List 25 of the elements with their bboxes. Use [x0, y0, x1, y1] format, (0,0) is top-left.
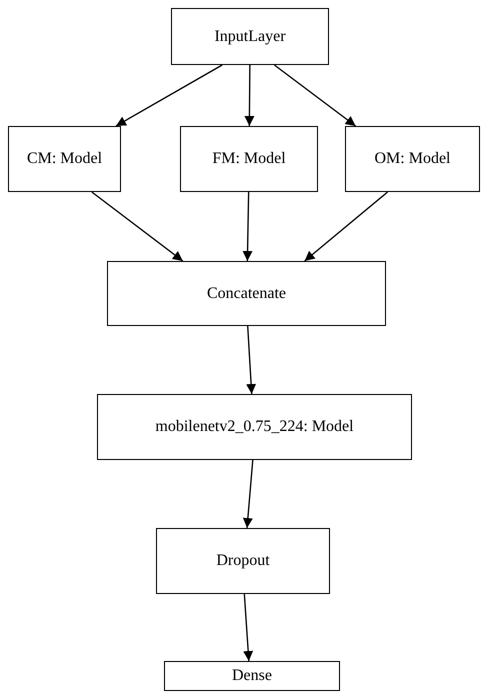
layer-label: Dense: [232, 667, 272, 685]
layer-box: [8, 126, 121, 192]
arrow: [244, 65, 254, 126]
layer-box: [107, 261, 386, 326]
arrow: [274, 64, 356, 127]
layer-label: OM: Model: [374, 150, 450, 168]
layer-label: InputLayer: [214, 28, 286, 46]
arrow: [242, 192, 253, 262]
layer-box: [180, 126, 318, 192]
layer-label: CM: Model: [26, 150, 102, 168]
arrow: [304, 192, 388, 262]
layer-box: [156, 528, 330, 594]
arrow: [116, 64, 222, 127]
arrow: [246, 326, 256, 394]
arrow: [242, 460, 254, 528]
layer-box: [171, 8, 329, 65]
layer-box: [164, 661, 340, 691]
layer-label: Concatenate: [206, 284, 286, 302]
arrow: [243, 594, 254, 662]
layer-box: [345, 126, 480, 192]
layer-label: mobilenetv2_0.75_224: Model: [155, 418, 354, 436]
layer-label: Dropout: [216, 552, 270, 570]
layer-box: [97, 394, 412, 460]
arrow: [91, 191, 184, 262]
layer-label: FM: Model: [212, 150, 286, 168]
